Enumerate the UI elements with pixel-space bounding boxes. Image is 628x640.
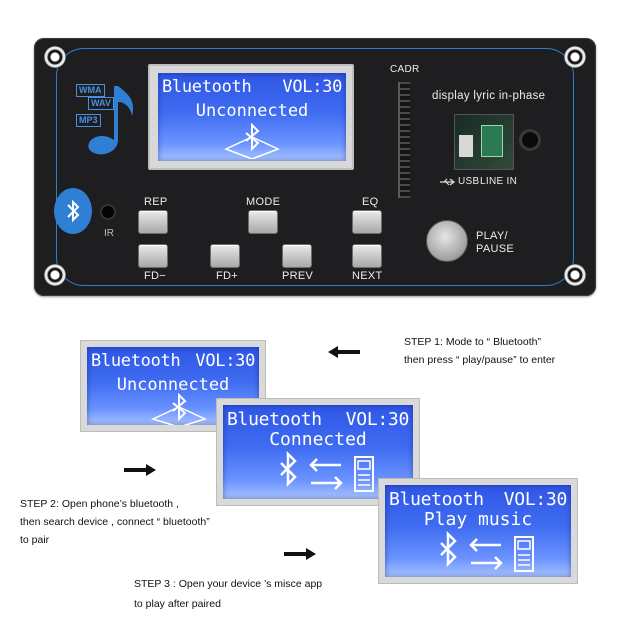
fd-plus-button[interactable] <box>210 244 240 268</box>
screen-unconnected: Bluetooth VOL:30 Unconnected <box>80 340 266 432</box>
lcd-status-text: Unconnected <box>195 101 309 121</box>
format-tag: WAV <box>88 97 114 110</box>
next-button[interactable] <box>352 244 382 268</box>
rep-button[interactable] <box>138 210 168 234</box>
mode-label: MODE <box>246 196 281 208</box>
fd-minus-label: FD− <box>144 270 166 282</box>
fd-minus-button[interactable] <box>138 244 168 268</box>
lcd-mode-text: Bluetooth <box>389 489 484 510</box>
lcd-display: Bluetooth VOL:30 Unconnected <box>158 73 346 161</box>
bluetooth-icon <box>150 393 208 425</box>
lcd-volume-text: VOL:30 <box>345 409 410 430</box>
pause-label: PAUSE <box>476 243 514 255</box>
lyric-label: display lyric in-phase <box>432 90 546 102</box>
lcd-volume-text: VOL:30 <box>195 351 255 371</box>
lcd-status-text: Play music <box>423 509 533 530</box>
format-tag: MP3 <box>76 114 101 127</box>
lcd-frame: Bluetooth VOL:30 Unconnected <box>148 64 354 170</box>
step3-line2: to play after paired <box>134 598 221 610</box>
step2-line2: then search device , connect “ bluetooth… <box>20 516 210 528</box>
cadr-label: CADR <box>390 64 420 75</box>
mode-button[interactable] <box>248 210 278 234</box>
bluetooth-icon <box>67 199 80 223</box>
play-label: PLAY/ <box>476 230 508 242</box>
screw-icon <box>44 46 66 68</box>
prev-label: PREV <box>282 270 314 282</box>
step1-line1: STEP 1: Mode to “ Bluetooth” <box>404 336 541 348</box>
screw-icon <box>44 264 66 286</box>
arrow-right-icon <box>124 464 156 476</box>
usb-label: USB <box>458 176 480 187</box>
usb-icon <box>440 178 455 186</box>
lcd-display: Bluetooth VOL:30 Unconnected <box>87 347 259 425</box>
arrow-right-icon <box>284 548 316 560</box>
usb-socket[interactable] <box>459 135 473 157</box>
lcd-status-text: Connected <box>269 429 367 450</box>
bluetooth-phone-link-icon <box>440 531 534 572</box>
eq-label: EQ <box>362 196 379 208</box>
fd-plus-label: FD+ <box>216 270 238 282</box>
bluetooth-badge <box>54 188 92 234</box>
step1-line2: then press “ play/pause” to enter <box>404 354 556 366</box>
screw-icon <box>564 46 586 68</box>
lcd-display: Bluetooth VOL:30 Play music <box>385 485 571 577</box>
step3-line1: STEP 3 : Open your device ’s misce app <box>134 578 323 590</box>
ir-label: IR <box>104 228 114 239</box>
lcd-mode-text: Bluetooth <box>91 351 181 371</box>
line-in-label: LINE IN <box>480 176 518 187</box>
step2-line3: to pair <box>20 534 50 546</box>
music-note-icon <box>88 86 134 155</box>
play-pause-button[interactable] <box>426 220 468 262</box>
lcd-volume-text: VOL:30 <box>282 77 342 97</box>
lcd-mode-text: Bluetooth <box>227 409 322 430</box>
bluetooth-icon <box>224 123 280 159</box>
screen-connected: Bluetooth VOL:30 Connected <box>216 398 420 506</box>
lcd-volume-text: VOL:30 <box>503 489 568 510</box>
screw-icon <box>564 264 586 286</box>
mp3-decoder-panel: WMA WAV MP3 Bluetooth VOL:30 Unconnected… <box>34 38 596 296</box>
rep-label: REP <box>144 196 168 208</box>
chip <box>481 125 503 157</box>
music-format-logo: WMA WAV MP3 <box>76 84 140 164</box>
step2-line1: STEP 2: Open phone’s bluetooth , <box>20 498 179 510</box>
next-label: NEXT <box>352 270 383 282</box>
prev-button[interactable] <box>282 244 312 268</box>
lcd-mode-text: Bluetooth <box>162 77 252 97</box>
line-in-jack[interactable] <box>522 132 538 148</box>
screen-play-music: Bluetooth VOL:30 Play music <box>378 478 578 584</box>
eq-button[interactable] <box>352 210 382 234</box>
ir-receiver <box>102 206 114 218</box>
format-tag: WMA <box>76 84 105 97</box>
bluetooth-phone-link-icon <box>280 451 374 492</box>
usb-board <box>454 114 514 170</box>
arrow-left-icon <box>328 346 360 358</box>
panel-outline <box>56 48 574 286</box>
sd-card-slot[interactable] <box>398 82 410 198</box>
lcd-status-text: Unconnected <box>116 375 230 395</box>
